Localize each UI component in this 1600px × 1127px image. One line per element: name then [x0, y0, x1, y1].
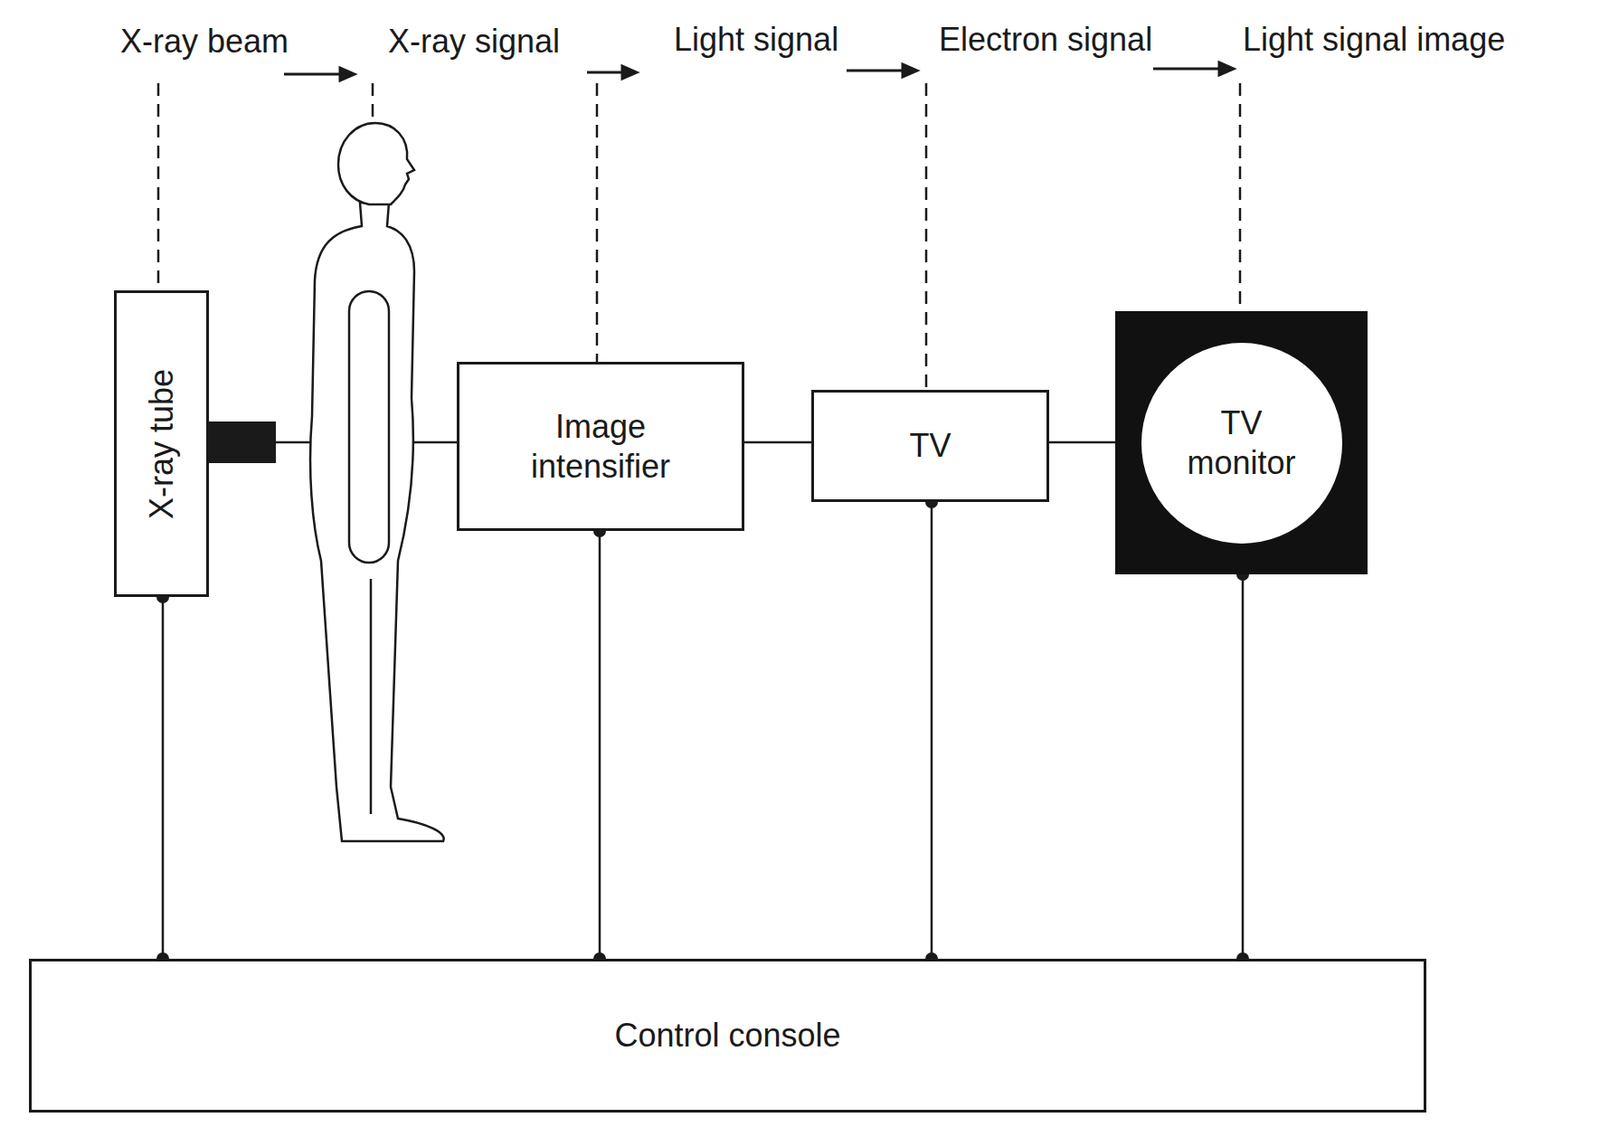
arrowhead [340, 67, 355, 81]
image-intensifier: Image intensifier [456, 361, 745, 531]
node-label: TV [908, 426, 951, 465]
node-label: Control console [614, 1015, 841, 1055]
arrowhead [902, 64, 918, 77]
control-console: Control console [28, 958, 1427, 1113]
leader-line [371, 83, 375, 122]
leader-line [925, 83, 928, 390]
leader-line [1239, 83, 1242, 312]
signal-label: Electron signal [938, 21, 1153, 58]
leader-line [157, 83, 161, 291]
tv-camera: TV [811, 389, 1050, 502]
tv-monitor: TV monitor [1115, 311, 1368, 575]
flow-arrow [586, 71, 625, 75]
signal-label: X-ray beam [120, 23, 289, 60]
connector [925, 495, 938, 966]
arrowhead [622, 66, 637, 79]
screen-circle: TV monitor [1141, 342, 1343, 544]
signal-label: Light signal image [1242, 21, 1506, 58]
x-ray-tube: X-ray tube [113, 290, 209, 597]
arrowhead [1219, 62, 1234, 76]
tube-port [208, 421, 276, 464]
connector [744, 442, 812, 444]
node-label: Image intensifier [505, 407, 696, 485]
node-label: X-ray tube [142, 368, 181, 519]
flow-arrow [846, 69, 905, 73]
flow-arrow [284, 73, 342, 76]
connector [1049, 442, 1116, 444]
patient-figure [310, 123, 445, 842]
connector [156, 590, 170, 966]
signal-label: X-ray signal [388, 23, 560, 60]
connector [1236, 568, 1250, 966]
connector [593, 524, 606, 966]
node-label: TV monitor [1173, 403, 1310, 482]
flow-arrow [1153, 67, 1222, 71]
leader-line [596, 83, 599, 362]
signal-label: Light signal [673, 21, 839, 58]
